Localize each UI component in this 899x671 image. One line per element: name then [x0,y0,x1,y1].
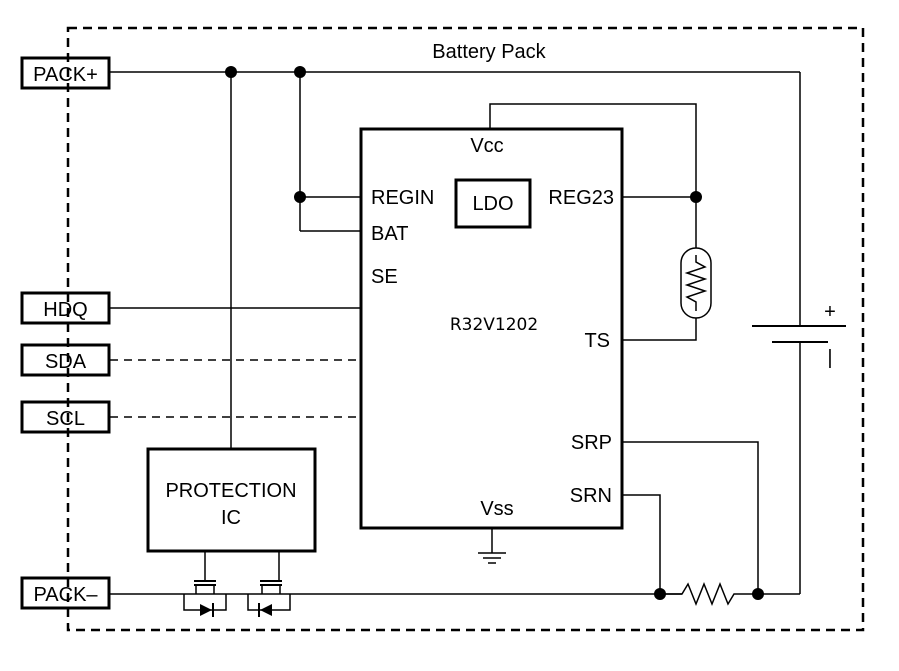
battery-pack-label: Battery Pack [432,41,546,63]
protection-ic: PROTECTION IC [146,447,317,553]
pin-ts: TS [584,330,610,352]
gauge-ic: Vcc REGIN BAT SE LDO REG23 R32V1202 TS S… [359,127,624,530]
svg-text:IC: IC [221,507,241,529]
pin-bat: BAT [371,223,408,245]
pin-se: SE [371,266,398,288]
svg-text:PROTECTION: PROTECTION [165,480,296,502]
svg-text:PACK+: PACK+ [33,64,98,86]
pin-reg23: REG23 [548,187,614,209]
connector-pack-plus: PACK+ [20,56,111,90]
mosfet-discharge-icon [180,580,232,617]
svg-text:SDA: SDA [45,351,87,373]
ldo-label: LDO [472,193,513,215]
connector-hdq: HDQ [20,291,111,325]
pin-srp: SRP [571,432,612,454]
ground-icon [478,552,506,564]
battery-plus-label: + [824,301,836,323]
pin-srn: SRN [570,485,612,507]
battery-minus-label: | [827,347,832,369]
mosfet-charge-icon [232,580,296,617]
svg-text:HDQ: HDQ [43,299,87,321]
pin-vcc: Vcc [470,135,503,157]
connector-sda: SDA [20,343,111,377]
pin-regin: REGIN [371,187,434,209]
junction-dots [225,66,764,600]
sense-resistor-icon [660,581,758,607]
battery-cell-icon: + | [752,301,846,369]
ldo-block [454,178,532,229]
svg-text:SCL: SCL [46,408,85,430]
svg-text:PACK–: PACK– [33,584,98,606]
thermistor-icon [680,247,712,319]
pin-vss: Vss [480,498,513,520]
battery-pack-boundary [66,26,865,632]
gauge-ic-name: R32V1202 [450,315,538,335]
connector-pack-minus: PACK– [20,576,111,610]
connector-scl: SCL [20,400,111,434]
